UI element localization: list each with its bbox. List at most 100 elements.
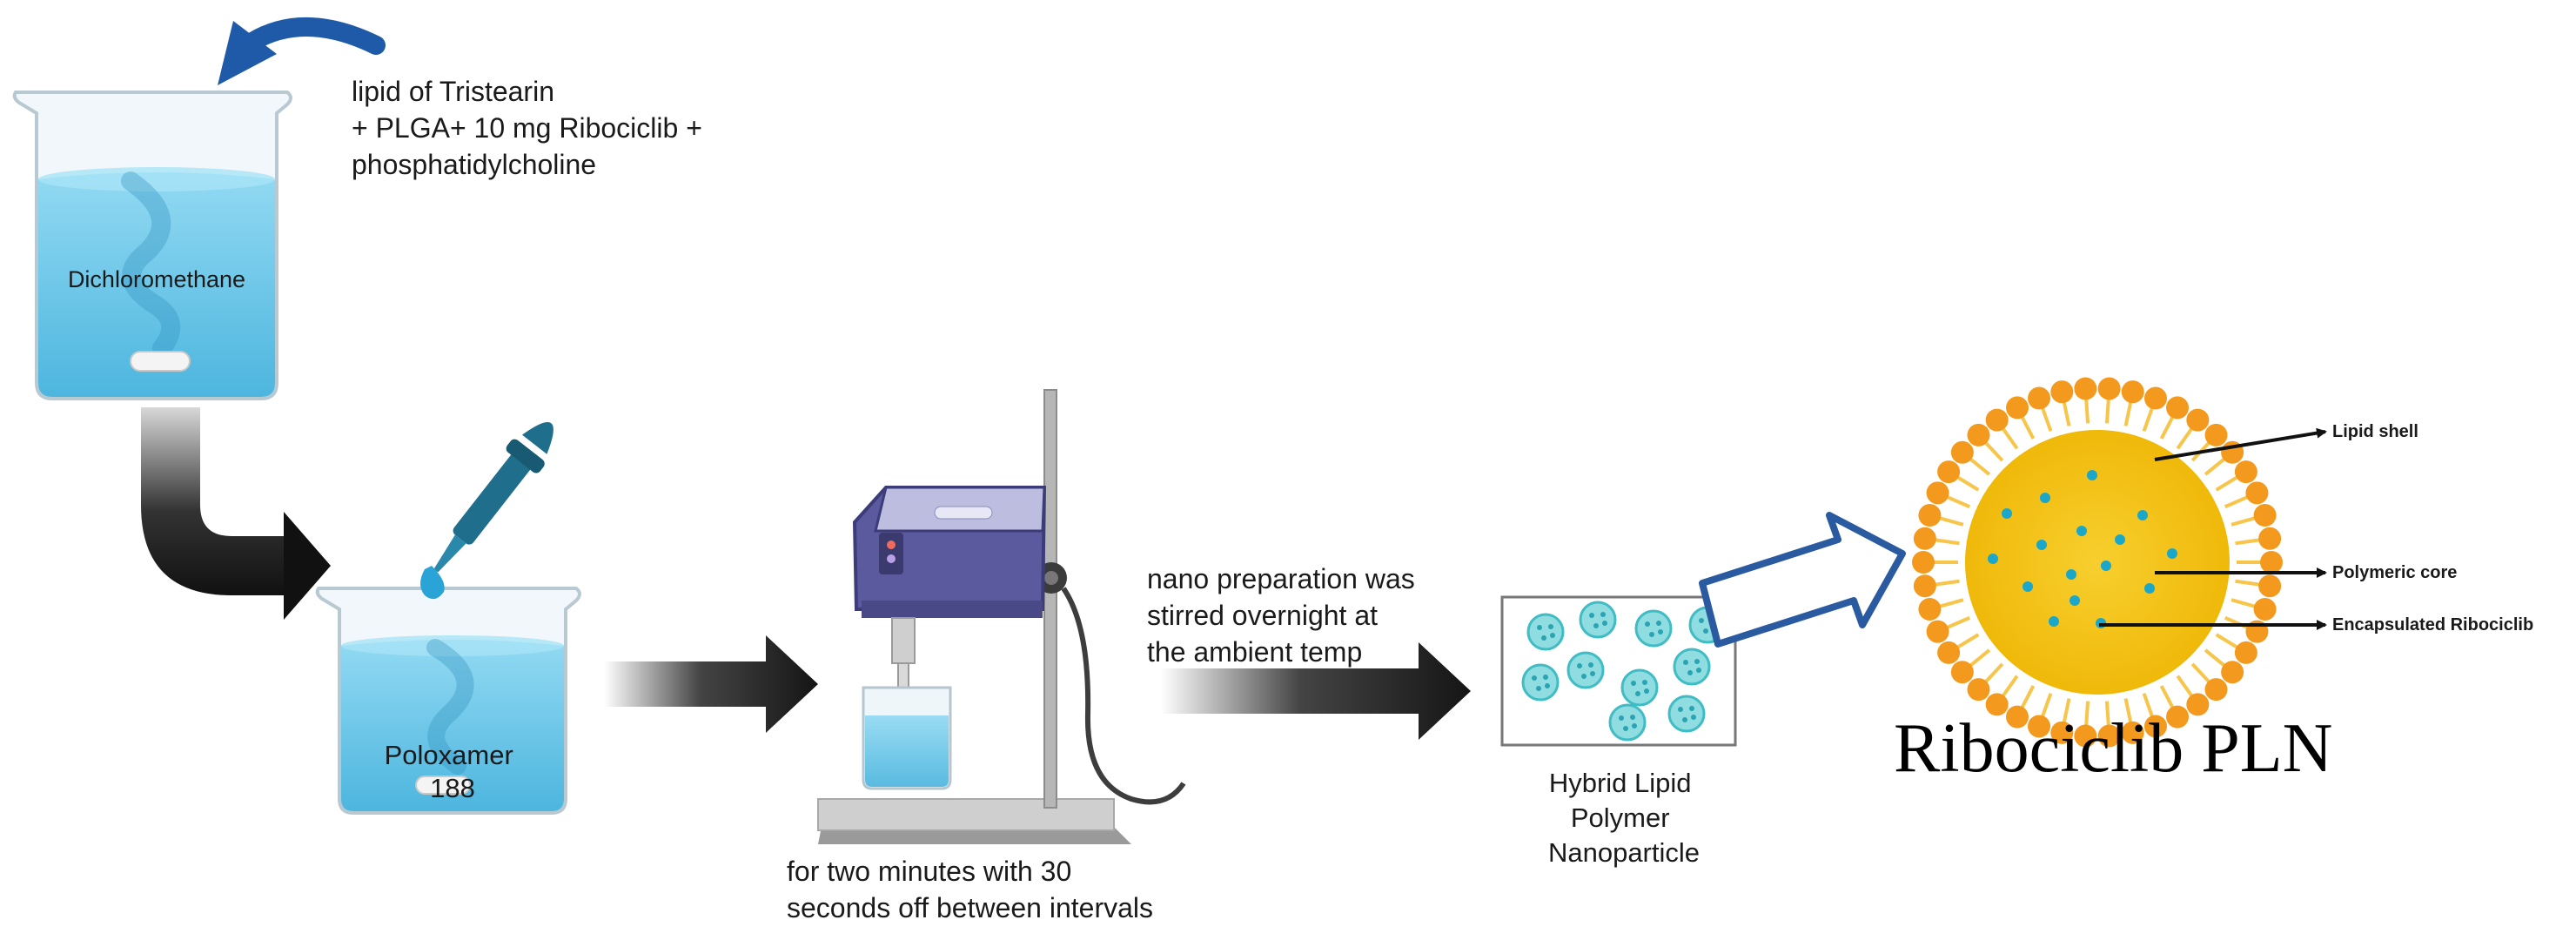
nanoparticle <box>1667 695 1706 733</box>
stirring-text: nano preparation was stirred overnight a… <box>1147 563 1423 668</box>
nanoparticle-box <box>1500 595 1737 747</box>
lipid-head <box>2260 551 2283 574</box>
lipid-head <box>1913 574 1936 598</box>
nanoparticle-dot <box>1678 707 1683 712</box>
lipid-head <box>2143 715 2167 738</box>
stir-bar-icon <box>130 351 191 372</box>
lipid-head <box>2050 380 2074 404</box>
drug-dot <box>2036 540 2047 550</box>
lipid-head <box>1926 620 1949 643</box>
nanoparticle-dot <box>1537 625 1542 630</box>
lipid-head <box>2074 377 2097 400</box>
nanoparticle-dot <box>1649 632 1654 637</box>
transfer-arrow <box>141 407 331 620</box>
homogenizer-icon <box>817 389 1186 844</box>
lipid-head <box>2166 396 2190 420</box>
lipid-head <box>2253 597 2277 621</box>
lipid-head <box>2097 377 2121 400</box>
process-arrow-2 <box>1161 642 1471 740</box>
nanoparticle-dot <box>1645 621 1650 627</box>
lipid-head <box>2121 721 2144 744</box>
lipid-head <box>1912 551 1935 574</box>
hollow-arrow <box>1699 512 1906 648</box>
lipid-head <box>2028 715 2051 738</box>
product-line-3: Nanoparticle <box>1548 837 1700 868</box>
lipid-head <box>2234 641 2257 664</box>
lipid-head <box>1967 678 1990 702</box>
solvent-label: Dichloromethane <box>68 266 245 292</box>
encapsulated-drug-label: Encapsulated Ribociclib <box>2332 615 2533 634</box>
drug-dot <box>2023 581 2033 592</box>
stirring-line-2: stirred overnight at <box>1147 600 1378 631</box>
nanoparticle-dot <box>1536 686 1541 691</box>
drug-dot <box>2070 595 2080 606</box>
sonication-text: for two minutes with 30 seconds off betw… <box>787 856 1153 923</box>
nanoparticle-dot <box>1548 624 1553 629</box>
polymeric-core-label: Polymeric core <box>2332 563 2457 582</box>
stirring-line-1: nano preparation was <box>1147 563 1415 594</box>
nanoparticle-dot <box>1543 675 1548 680</box>
drug-dot <box>2115 534 2125 545</box>
nanoparticle <box>1521 663 1560 702</box>
result-title: Ribociclib PLN <box>1894 710 2332 787</box>
surfactant-line-2: 188 <box>430 773 475 803</box>
lipid-head <box>2204 678 2228 702</box>
drug-dot <box>2167 548 2177 559</box>
sonication-line-2: seconds off between intervals <box>787 892 1153 923</box>
lipid-head <box>1950 440 1974 464</box>
drug-dots <box>1988 470 2177 628</box>
lipid-head <box>2005 396 2029 420</box>
lipid-head <box>1985 408 2009 432</box>
nanoparticle-dot <box>1696 668 1701 673</box>
drug-dot <box>2144 583 2155 594</box>
beaker-icon: Poloxamer 188 <box>315 587 581 815</box>
lipid-head <box>2186 408 2210 432</box>
nanoparticle-dot <box>1635 691 1640 696</box>
nanoparticle-dot <box>1550 633 1555 638</box>
nanoparticle-dot <box>1590 671 1595 676</box>
nanoparticle <box>1608 703 1647 742</box>
reagent-line-1: lipid of Tristearin <box>352 76 554 107</box>
lipid-head <box>2186 693 2210 716</box>
sonication-line-1: for two minutes with 30 <box>787 856 1071 887</box>
lipid-head <box>2143 386 2167 410</box>
nanoparticle-dot <box>1623 726 1628 731</box>
nanoparticle-dot <box>1644 688 1649 694</box>
product-line-2: Polymer <box>1571 802 1670 833</box>
product-line-1: Hybrid Lipid <box>1549 768 1692 798</box>
lipid-head <box>2245 481 2269 505</box>
nanoparticle-dot <box>1600 612 1606 617</box>
nanoparticle-dot <box>1683 660 1688 665</box>
nanoparticle-dot <box>1689 706 1694 711</box>
nanoparticle-dot <box>1589 613 1594 618</box>
nanoparticle <box>1620 668 1659 707</box>
nanoparticle-dot <box>1588 662 1593 668</box>
lipid-head <box>1937 460 1961 484</box>
dropper-icon <box>420 421 553 600</box>
lipid-head <box>2258 527 2282 550</box>
lipid-head <box>2221 661 2244 684</box>
nanoparticle-dot <box>1545 683 1550 688</box>
lipid-head <box>2097 724 2121 748</box>
nanoparticle-dot <box>1619 715 1624 721</box>
nanoparticle-dot <box>1691 715 1696 720</box>
nanoparticle-dot <box>1658 629 1663 634</box>
nanoparticle-dot <box>1602 621 1607 626</box>
lipid-head <box>1967 423 1990 446</box>
nanoparticle-dot <box>1581 674 1587 679</box>
nanoparticle <box>1673 648 1711 686</box>
stirring-line-3: the ambient temp <box>1147 636 1362 668</box>
reagent-line-2: + PLGA+ 10 mg Ribociclib + <box>352 112 702 144</box>
nanoparticle-dot <box>1699 618 1704 623</box>
nanoparticle <box>1566 651 1605 689</box>
nanoparticle-dot <box>1541 635 1546 641</box>
product-text: Hybrid Lipid Polymer Nanoparticle <box>1548 768 1700 868</box>
beaker-icon: Dichloromethane <box>12 91 292 400</box>
polymeric-core-icon <box>1965 430 2230 695</box>
lipid-head <box>2005 705 2029 728</box>
drug-dot <box>2076 526 2087 536</box>
lipid-head <box>1918 504 1942 527</box>
reagents-text: lipid of Tristearin + PLGA+ 10 mg Riboci… <box>352 76 710 180</box>
surfactant-label: Poloxamer 188 <box>385 740 521 803</box>
